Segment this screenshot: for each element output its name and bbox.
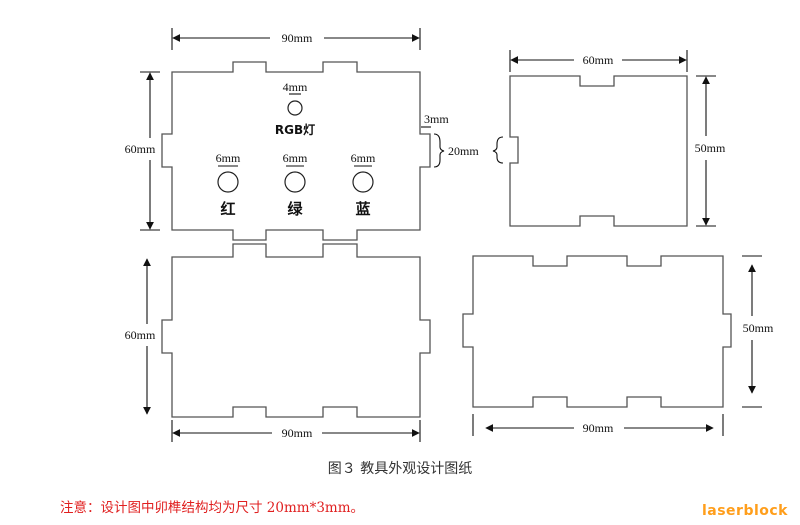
bottom-panel-outline <box>462 255 732 408</box>
back-height-label: 60mm <box>125 328 156 342</box>
back-width-label: 90mm <box>282 426 313 440</box>
front-width-label: 90mm <box>282 31 313 45</box>
blue-hole-diameter-label: 6mm <box>351 151 376 165</box>
blue-hole <box>352 171 374 193</box>
side-width-label: 60mm <box>583 53 614 67</box>
side-height-label: 50mm <box>695 141 726 155</box>
tenon-width-brace <box>433 133 445 168</box>
rgb-led-label: RGB灯 <box>275 122 315 137</box>
bottom-height-label: 50mm <box>743 321 774 335</box>
figure-caption: 图３ 教具外观设计图纸 <box>327 461 473 477</box>
led-hole <box>287 100 303 116</box>
back-panel-outline <box>161 243 431 418</box>
design-drawing: 90mm 60mm 60mm 90mm 60mm 50mm 50mm 90mm … <box>125 28 774 442</box>
tenon-width-label: 20mm <box>448 144 479 158</box>
led-hole-diameter-label: 4mm <box>283 80 308 94</box>
red-hole <box>217 171 239 193</box>
blue-label: 蓝 <box>355 200 370 218</box>
tenon-depth-label: 3mm <box>424 112 449 126</box>
green-label: 绿 <box>287 200 303 218</box>
red-hole-diameter-label: 6mm <box>216 151 241 165</box>
front-panel-outline <box>161 61 431 241</box>
design-note: 注意：设计图中卯榫结构均为尺寸 20mm*3mm。 <box>60 500 365 516</box>
green-hole <box>284 171 306 193</box>
watermark: laserblock <box>701 503 788 519</box>
front-height-label: 60mm <box>125 142 156 156</box>
green-hole-diameter-label: 6mm <box>283 151 308 165</box>
side-panel-outline <box>509 75 688 227</box>
bottom-width-label: 90mm <box>583 421 614 435</box>
side-notch-brace <box>492 136 504 164</box>
red-label: 红 <box>220 200 235 218</box>
